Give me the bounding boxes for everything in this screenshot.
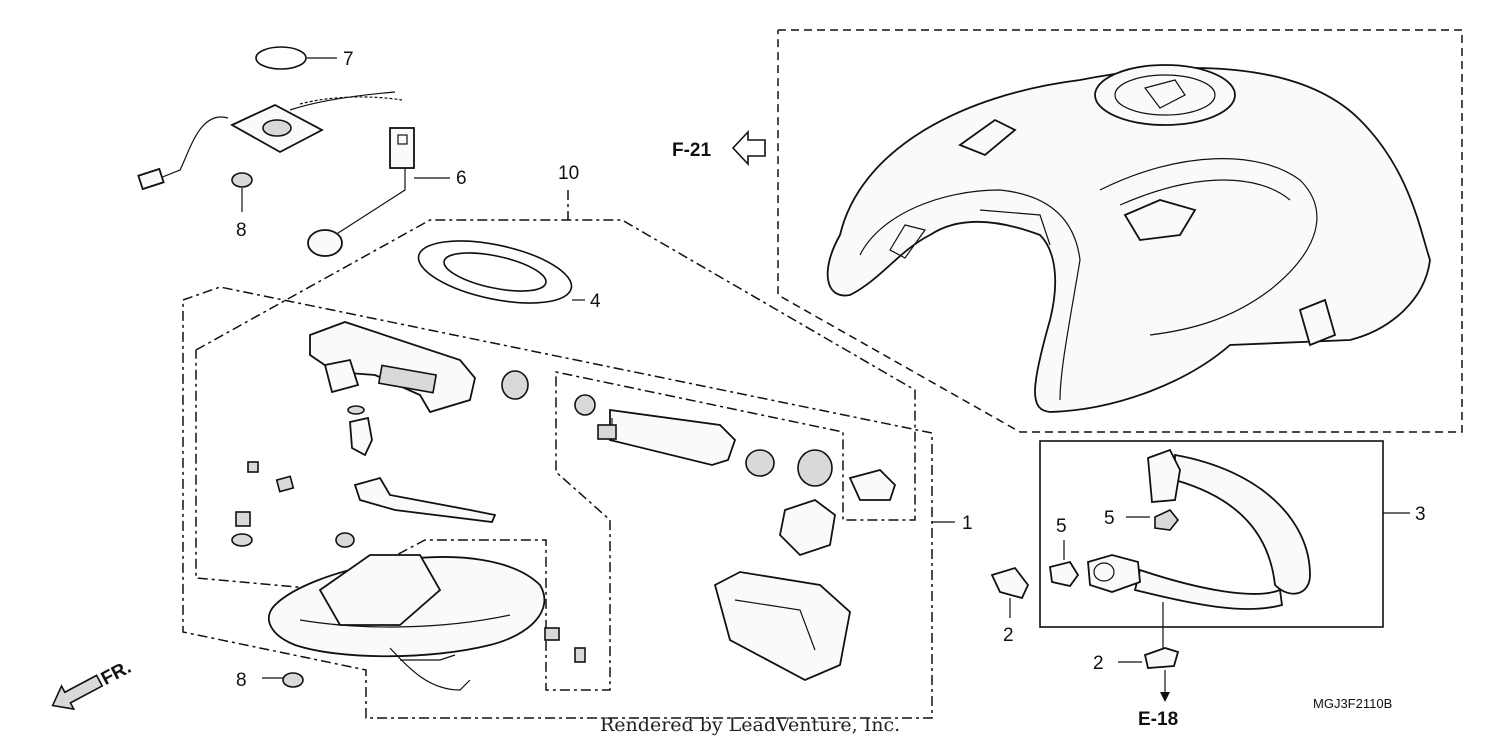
tank-group-boundary [777, 29, 1463, 433]
callout-8-top: 8 [236, 220, 247, 241]
clip-5-upper [1154, 509, 1180, 531]
o-ring-7 [255, 46, 307, 70]
callout-2-left: 2 [1003, 625, 1014, 646]
callout-6: 6 [456, 168, 467, 189]
ref-e18-label: E-18 [1138, 709, 1178, 730]
ref-f21-label: F-21 [672, 140, 712, 161]
pump-housing [309, 321, 529, 457]
ref-e18-arrow-icon [1160, 692, 1170, 702]
fuel-pump-motor [574, 394, 897, 557]
pump-assy-1-boundary [182, 286, 933, 719]
callout-2-bottom: 2 [1093, 653, 1104, 674]
pump-base-plate [231, 461, 851, 691]
callout-8-bottom: 8 [236, 670, 247, 691]
front-direction-marker: FR. [51, 657, 135, 711]
callout-7: 7 [343, 49, 354, 70]
callout-1: 1 [962, 513, 973, 534]
nut-8-top [231, 172, 253, 212]
nut-8-bottom [282, 672, 304, 688]
fuel-tank [826, 64, 1431, 413]
fuel-gauge-sender-6 [137, 91, 450, 257]
credit-text: Rendered by LeadVenture, Inc. [600, 714, 900, 736]
callout-5-lower: 5 [1056, 516, 1067, 537]
gasket-4 [417, 240, 585, 304]
diagram-code: MGJ3F2110B [1313, 696, 1392, 711]
callout-10: 10 [558, 163, 579, 184]
fuel-hose [1087, 448, 1311, 610]
callout-5-upper: 5 [1104, 508, 1115, 529]
front-label: FR. [98, 657, 135, 690]
front-arrow-icon [51, 674, 104, 711]
clip-5-lower [1049, 560, 1080, 588]
callout-3: 3 [1415, 504, 1426, 525]
clamp-2-bottom [1143, 647, 1180, 669]
callout-4: 4 [590, 291, 601, 312]
clamp-2-left [990, 566, 1030, 600]
hose-group-3-boundary [1039, 440, 1384, 628]
ref-f21-arrow-icon [731, 129, 766, 167]
